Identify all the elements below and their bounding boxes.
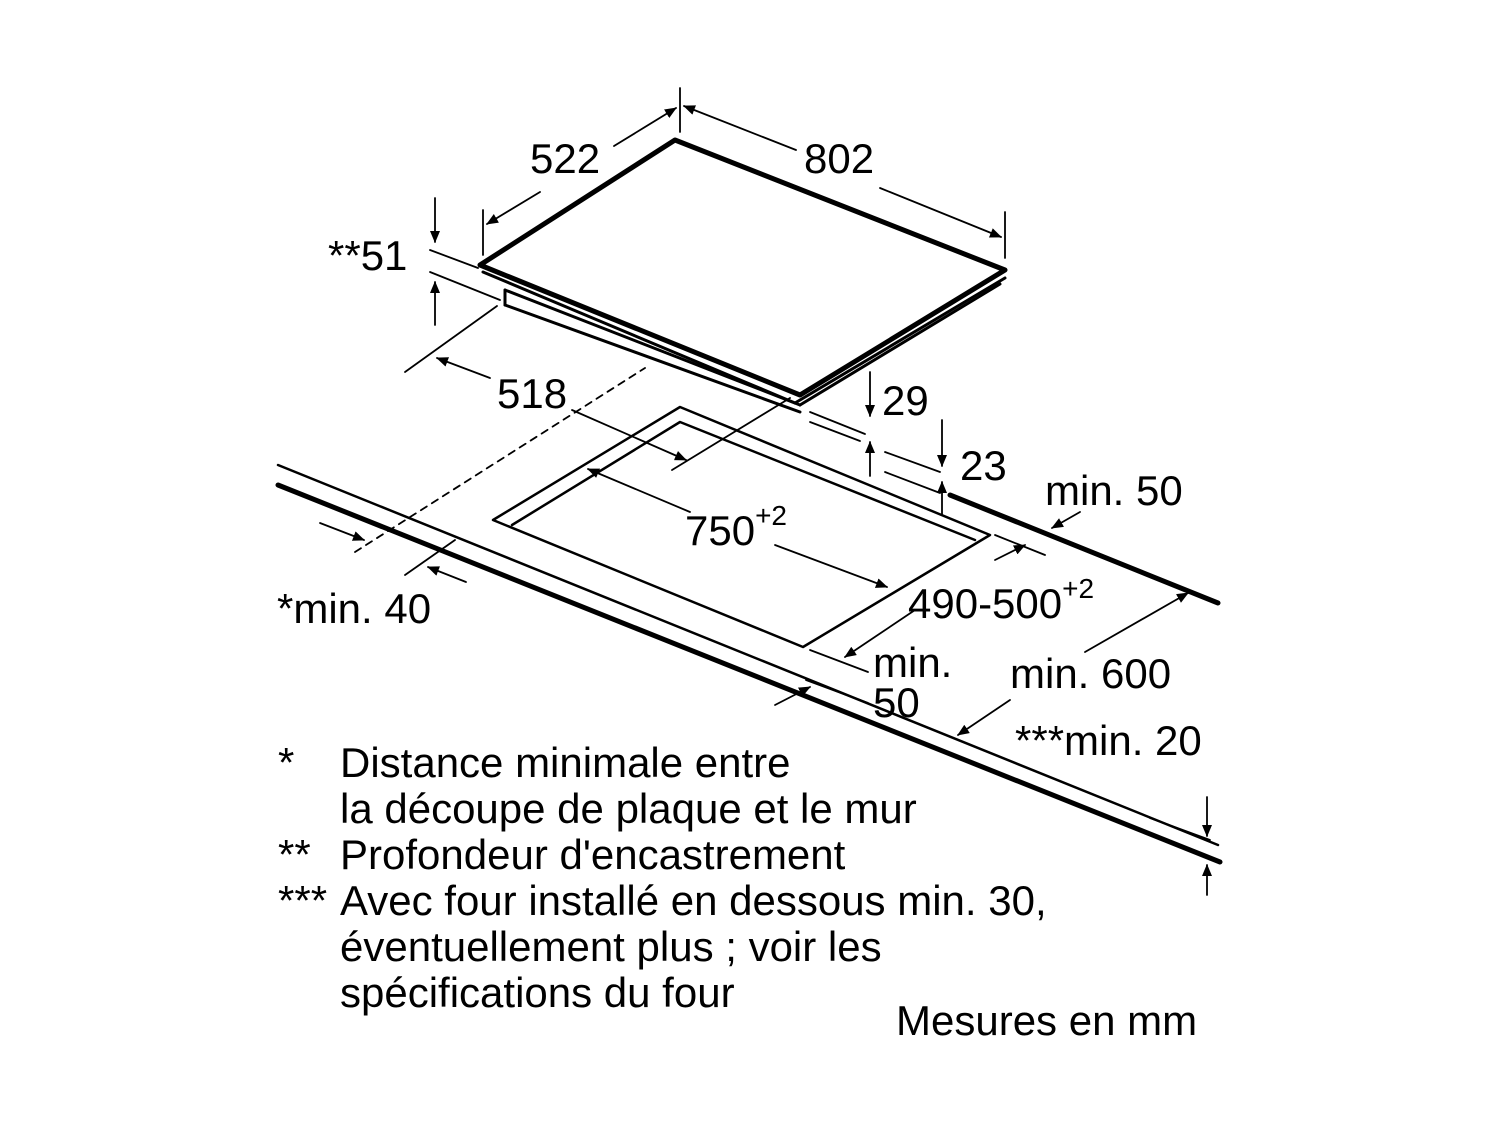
- label-cutout-width-value: 750: [685, 507, 755, 554]
- dim-518-ext-left: [404, 305, 498, 373]
- dim-min50-front-arrow: [774, 686, 811, 706]
- label-rear-clearance: min. 50: [1045, 467, 1183, 514]
- dimension-labels: 522 802 **51 518 29 23 min. 50 750+2 490…: [277, 135, 1202, 764]
- dim-29-ext-upper: [809, 411, 866, 435]
- label-cutout-depth: 490-500+2: [908, 573, 1094, 627]
- label-front-clearance-line2: 50: [873, 679, 920, 726]
- dim-802-line-lower: [879, 187, 1002, 238]
- cutout-inner-back: [510, 420, 977, 542]
- label-worktop-thickness: ***min. 20: [1015, 717, 1202, 764]
- note-1-line-2: la découpe de plaque et le mur: [340, 785, 917, 832]
- dim-750-line-right: [774, 544, 888, 588]
- dim-worktop-thickness: [1149, 796, 1212, 896]
- worktop-cutout: [491, 405, 992, 649]
- dim-518-line-left: [436, 357, 491, 379]
- label-hob-thickness: 29: [882, 377, 929, 424]
- units-label: Mesures en mm: [896, 997, 1198, 1044]
- dim-490-line-upper: [994, 544, 1026, 561]
- dim-490-500: [844, 534, 1046, 658]
- dim-installation-depth: [429, 197, 501, 326]
- hob-body-front: [503, 288, 802, 407]
- label-hob-depth: 522: [530, 135, 600, 182]
- label-cutout-depth-value: 490-500: [908, 580, 1062, 627]
- label-cutout-depth-tolerance: +2: [1062, 573, 1094, 604]
- dim-front-clearance: [774, 649, 869, 706]
- label-worktop-depth: min. 600: [1010, 650, 1171, 697]
- worktop-top-edge: [275, 482, 1223, 865]
- note-3-mark: ***: [278, 877, 328, 924]
- label-cutout-width: 750+2: [685, 500, 787, 554]
- dim-490-ext: [994, 534, 1046, 556]
- label-wall-distance: *min. 40: [277, 585, 431, 632]
- dim-29-23: [809, 371, 947, 515]
- note-2-mark: **: [278, 831, 311, 878]
- label-installation-depth: **51: [328, 232, 407, 279]
- dim-wall-distance: [319, 522, 467, 583]
- hob-glass-right-thickness: [793, 276, 1007, 405]
- note-3-line-1: Avec four installé en dessous min. 30,: [340, 877, 1047, 924]
- dim-750: [587, 468, 888, 588]
- hob-glass-top: [477, 137, 1008, 398]
- dim-518-hidden-line: [354, 367, 646, 553]
- dim-rear-clearance: [1051, 511, 1081, 529]
- dim-29-ext-lower: [809, 421, 861, 442]
- dim-min40-arrow-right: [427, 566, 467, 583]
- label-front-clearance-line1: min.: [873, 639, 952, 686]
- label-worktop-offset: 23: [960, 442, 1007, 489]
- hob: [477, 137, 1008, 414]
- dim-51-ext-upper: [429, 249, 479, 269]
- dim-min50-rear-arrow: [1051, 511, 1081, 529]
- dim-min20-ext-upper: [1149, 817, 1211, 841]
- dim-522-line-upper: [613, 107, 677, 147]
- dim-490-line-lower: [844, 609, 916, 658]
- dim-51-ext-lower: [429, 271, 501, 301]
- note-3-line-3: spécifications du four: [340, 969, 735, 1016]
- label-hob-width: 802: [804, 135, 874, 182]
- hob-glass-front-thickness: [481, 270, 797, 405]
- cutout-outer: [491, 405, 992, 649]
- dim-518: [354, 305, 791, 553]
- worktop: [275, 463, 1223, 865]
- dim-min40-ext: [404, 539, 456, 576]
- dim-hob-top: [482, 87, 1006, 259]
- note-1-line-1: Distance minimale entre: [340, 739, 791, 786]
- dim-750-line-left: [587, 468, 691, 513]
- hob-body-front-lower: [503, 303, 802, 414]
- dim-min600-line-upper: [1084, 592, 1189, 653]
- dim-518-line-right: [571, 409, 687, 461]
- note-3-line-2: éventuellement plus ; voir les: [340, 923, 882, 970]
- dim-522-line-lower: [486, 191, 541, 225]
- dim-23-ext-lower: [884, 471, 941, 494]
- note-2-line-1: Profondeur d'encastrement: [340, 831, 846, 878]
- dim-min50-front-ext: [809, 649, 869, 673]
- dim-802-line-upper: [683, 105, 797, 151]
- label-hob-inner-depth: 518: [497, 370, 567, 417]
- note-1-mark: *: [278, 739, 295, 786]
- dim-min50-front-ext-lower: [805, 679, 869, 704]
- label-cutout-width-tolerance: +2: [755, 500, 787, 531]
- dim-min40-arrow-left: [319, 522, 365, 541]
- dim-min600-line-lower: [957, 699, 1011, 736]
- hob-body-right: [798, 282, 1002, 407]
- dim-worktop-depth: [957, 592, 1189, 736]
- worktop-back-edge: [276, 463, 1220, 847]
- worktop-rear-edge-right: [947, 492, 1221, 606]
- dim-23-ext-upper: [884, 451, 941, 473]
- dim-518-ext-right: [671, 397, 791, 471]
